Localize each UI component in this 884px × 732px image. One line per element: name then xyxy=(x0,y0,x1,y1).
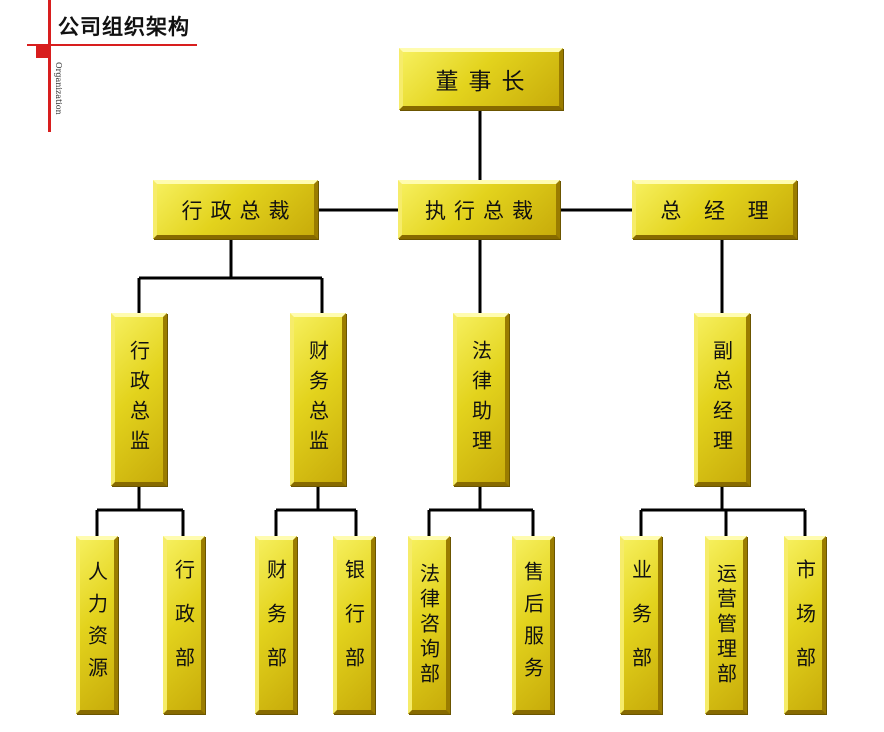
box-admin-director: 行政总监 xyxy=(111,313,167,486)
box-dept-legal: 法律咨询部 xyxy=(408,536,450,714)
box-admin-president: 行政总裁 xyxy=(153,180,318,239)
label-dept-hr: 人力资源 xyxy=(84,561,109,689)
label-general-manager: 总 经 理 xyxy=(660,198,777,223)
label-finance-director: 财务总监 xyxy=(305,339,330,460)
label-dept-market: 市场部 xyxy=(792,559,817,691)
header-vertical-bar xyxy=(48,0,51,132)
box-dept-market: 市场部 xyxy=(784,536,826,714)
label-dept-operations: 运营管理部 xyxy=(713,562,738,688)
header-divider xyxy=(27,44,197,46)
label-chairman: 董事长 xyxy=(435,69,535,95)
label-dept-business: 业务部 xyxy=(628,559,653,691)
box-chairman: 董事长 xyxy=(399,48,563,110)
box-deputy-gm: 副总经理 xyxy=(694,313,750,486)
box-dept-operations: 运营管理部 xyxy=(705,536,747,714)
label-dept-finance: 财务部 xyxy=(263,559,288,691)
label-admin-director: 行政总监 xyxy=(126,339,151,460)
page-title: 公司组织架构 xyxy=(58,14,190,39)
label-deputy-gm: 副总经理 xyxy=(709,339,734,460)
box-general-manager: 总 经 理 xyxy=(632,180,797,239)
label-legal-assistant: 法律助理 xyxy=(468,339,493,460)
box-finance-director: 财务总监 xyxy=(290,313,346,486)
box-exec-president: 执行总裁 xyxy=(398,180,560,239)
box-dept-business: 业务部 xyxy=(620,536,662,714)
label-dept-after-sales: 售后服务 xyxy=(520,561,545,689)
box-dept-bank: 银行部 xyxy=(333,536,375,714)
box-dept-finance: 财务部 xyxy=(255,536,297,714)
page-subtitle: Organization xyxy=(54,62,63,115)
label-dept-legal: 法律咨询部 xyxy=(416,562,441,688)
box-dept-hr: 人力资源 xyxy=(76,536,118,714)
box-legal-assistant: 法律助理 xyxy=(453,313,509,486)
label-dept-admin: 行政部 xyxy=(171,559,196,691)
header-accent-square xyxy=(36,44,48,58)
label-dept-bank: 银行部 xyxy=(341,559,366,691)
label-admin-president: 行政总裁 xyxy=(181,198,298,223)
label-exec-president: 执行总裁 xyxy=(425,198,541,223)
box-dept-admin: 行政部 xyxy=(163,536,205,714)
box-dept-after-sales: 售后服务 xyxy=(512,536,554,714)
